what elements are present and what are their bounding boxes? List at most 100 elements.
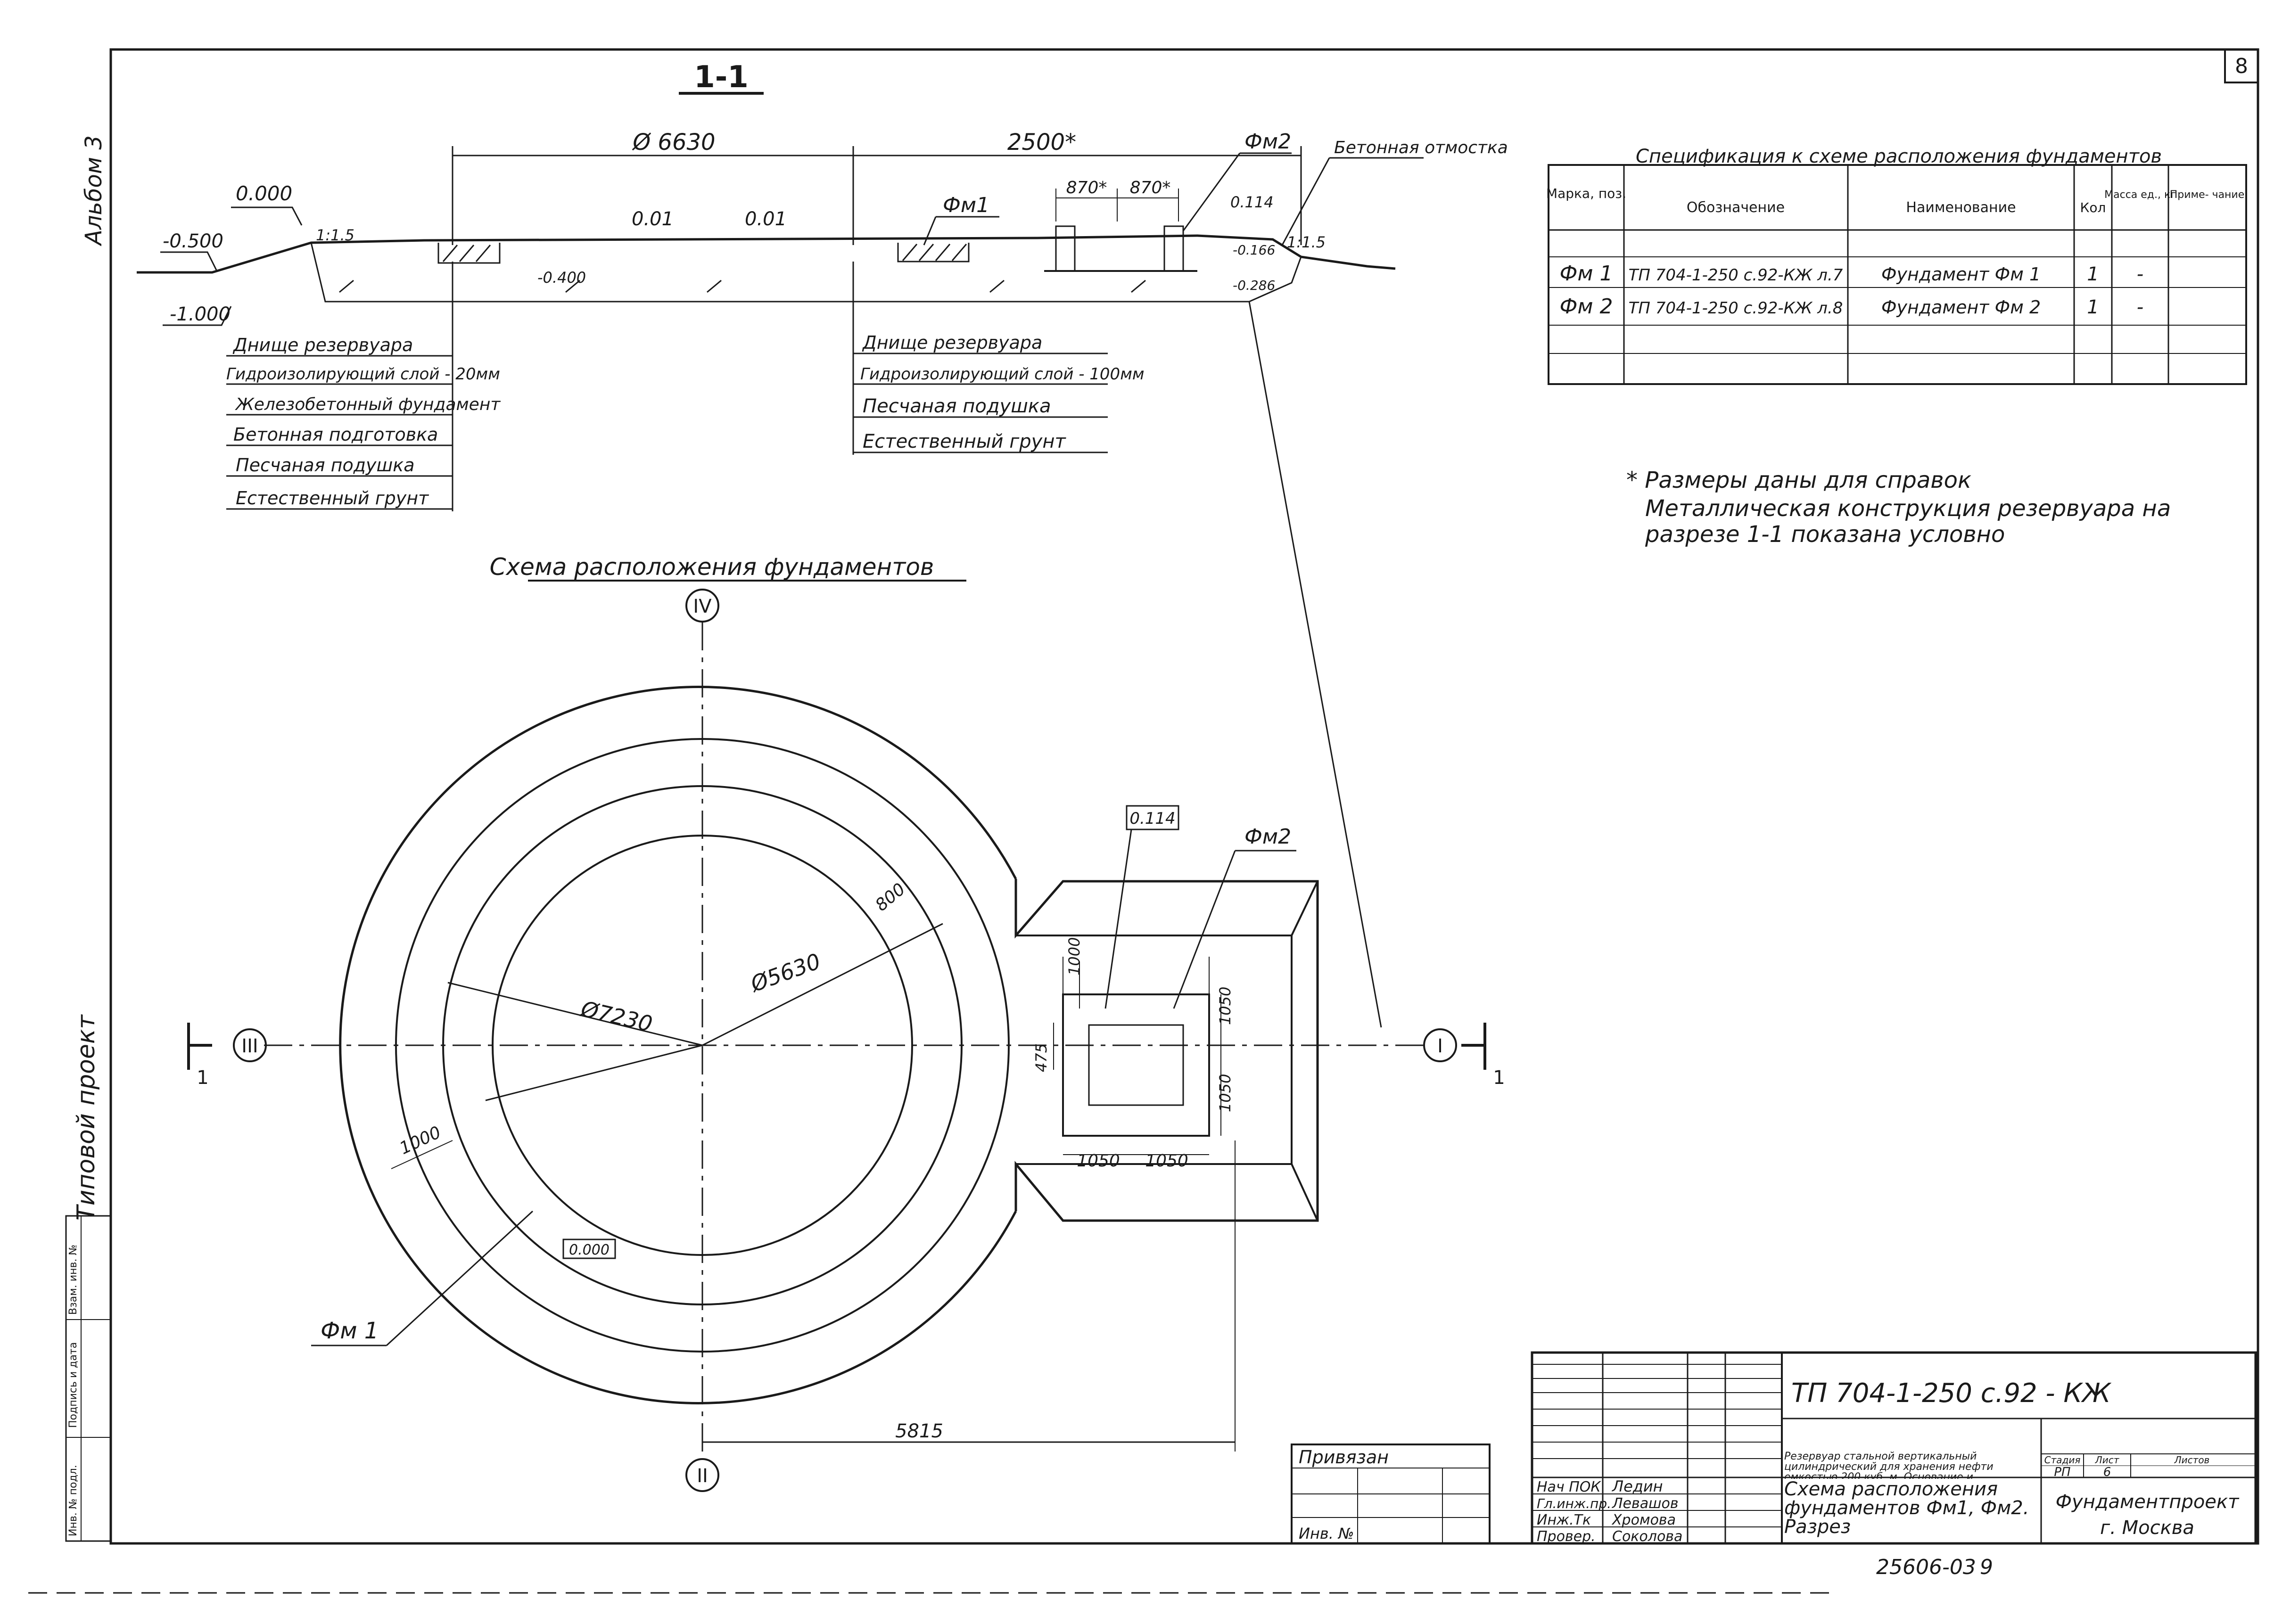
axis-label-bottom: II	[697, 1465, 708, 1487]
spec-header-mass: Масса ед., кг	[2104, 189, 2176, 201]
spec-row2-designation: ТП 704-1-250 с.92-КЖ л.8	[1629, 299, 1843, 318]
dim-offset-2500: 2500*	[1007, 129, 1076, 156]
sheet-label: Лист	[2095, 1454, 2120, 1466]
drawing-title: Схема расположения фундаментов Фм1, Фм2.…	[1784, 1480, 2029, 1538]
note-line-2: Металлическая конструкция резервуара на	[1645, 495, 2171, 522]
elev-minus-0166: -0.166	[1233, 242, 1275, 258]
spec-row1-designation: ТП 704-1-250 с.92-КЖ л.7	[1629, 266, 1843, 285]
layer-left-5: Песчаная подушка	[236, 455, 415, 476]
name-4: Соколова	[1612, 1528, 1682, 1545]
slope-left: 1:1.5	[316, 226, 354, 244]
org-name: Фундаментпроект	[2056, 1491, 2240, 1513]
name-3: Хромова	[1611, 1512, 1676, 1528]
role-4: Провер.	[1537, 1528, 1596, 1545]
layer-left-4: Бетонная подготовка	[233, 424, 438, 445]
section-mark-fm1: Фм1	[943, 193, 989, 217]
layer-right-4: Естественный грунт	[863, 431, 1066, 452]
sheet-value: 6	[2103, 1465, 2111, 1479]
spec-header-mark: Марка, поз.	[1546, 186, 1626, 201]
elev-0000: 0.000	[236, 182, 292, 205]
elev-minus-0400: -0.400	[537, 269, 586, 287]
elev-minus-1000: -1.000	[170, 303, 231, 325]
spec-header-note: Приме- чание	[2170, 189, 2245, 201]
side-stamp: Инв. № подл. Подпись и дата Взам. инв. №	[65, 1215, 112, 1542]
slope-001-right: 0.01	[745, 208, 787, 230]
description-box: Резервуар стальной вертикальный цилиндри…	[1784, 1452, 1994, 1479]
dim-870-right: 870*	[1130, 178, 1171, 197]
album-label: Альбом 3	[81, 135, 107, 246]
name-1: Ледин	[1612, 1477, 1663, 1495]
role-2: Гл.инж.пр.	[1537, 1496, 1611, 1511]
section-mark-fm2: Фм2	[1244, 130, 1291, 154]
cut-label-right: 1	[1493, 1067, 1505, 1089]
cut-label-left: 1	[197, 1067, 208, 1089]
axis-bubble-top: IV	[685, 589, 719, 623]
plan-mark-fm2: Фм2	[1244, 825, 1291, 849]
layer-left-6: Естественный грунт	[236, 488, 429, 509]
axis-label-top: IV	[693, 596, 712, 617]
name-2: Левашов	[1612, 1495, 1679, 1512]
stage-value: РП	[2054, 1465, 2070, 1479]
label-concrete-apron: Бетонная отмостка	[1334, 138, 1508, 157]
axis-label-left: III	[241, 1035, 258, 1057]
inv-label: Инв. №	[1299, 1525, 1354, 1542]
note-line-3: разрезе 1-1 показана условно	[1645, 521, 2005, 548]
dim-diameter-6630: Ø 6630	[632, 129, 715, 156]
layer-left-2: Гидроизолирующий слой - 20мм	[226, 365, 500, 384]
dim-1050-right-a: 1050	[1216, 987, 1234, 1025]
dim-1000-ring: 1000	[396, 1123, 444, 1158]
side-label-inv: Инв. № подл.	[67, 1465, 79, 1536]
dim-475: 475	[1032, 1043, 1050, 1072]
layer-callouts-left: Днище резервуара Гидроизолирующий слой -…	[226, 335, 501, 511]
side-label-sign: Подпись и дата	[67, 1342, 79, 1428]
foundation-fm2	[1014, 879, 1319, 1222]
elev-minus-0500: -0.500	[163, 230, 223, 252]
section-1-1: 1-1 Ø 6630 2500* 870* 870*	[137, 60, 1508, 1028]
side-label-repl: Взам. инв. №	[67, 1245, 79, 1315]
layer-right-2: Гидроизолирующий слой - 100мм	[860, 365, 1145, 384]
spec-row2-name: Фундамент Фм 2	[1881, 297, 2041, 318]
bound-label: Привязан	[1299, 1447, 1389, 1468]
layer-callouts-right: Днище резервуара Гидроизолирующий слой -…	[852, 332, 1145, 455]
dim-800: 800	[872, 879, 909, 915]
doc-number: 25606-03	[1876, 1555, 1976, 1579]
dim-1000-top: 1000	[1065, 937, 1083, 976]
spec-row1-name: Фундамент Фм 1	[1881, 264, 2041, 285]
notes: * Размеры даны для справок Металлическая…	[1626, 467, 2171, 548]
spec-table: Спецификация к схеме расположения фундам…	[1546, 146, 2247, 385]
title-block: Привязан Инв. № ТП 704-1-250 с.92 - КЖ Н…	[1291, 1351, 2257, 1545]
spec-title: Спецификация к схеме расположения фундам…	[1636, 146, 2162, 167]
elev-minus-0286: -0.286	[1233, 278, 1275, 293]
org-city: г. Москва	[2100, 1517, 2194, 1539]
slope-001-left: 0.01	[632, 208, 674, 230]
note-line-1: * Размеры даны для справок	[1626, 467, 1971, 493]
spec-row: Фм 1 ТП 704-1-250 с.92-КЖ л.7 Фундамент …	[1559, 262, 2143, 286]
section-title: 1-1	[694, 60, 749, 95]
title-code: ТП 704-1-250 с.92 - КЖ	[1791, 1378, 2112, 1409]
slope-right: 1:1.5	[1287, 233, 1326, 251]
spec-row2-mass: -	[2137, 296, 2143, 318]
dim-1050-right-b: 1050	[1216, 1074, 1234, 1112]
plan-elev-0000: 0.000	[569, 1242, 610, 1258]
axis-bubble-left: III	[233, 1028, 267, 1062]
axis-label-right: I	[1437, 1035, 1443, 1057]
spec-header-designation: Обозначение	[1687, 199, 1785, 216]
dim-5815: 5815	[895, 1420, 943, 1442]
drawing-title-box: Схема расположения фундаментов Фм1, Фм2.…	[1784, 1480, 2029, 1538]
plan: Схема расположения фундаментов IV II III…	[187, 553, 1505, 1492]
spec-row2-qty: 1	[2087, 296, 2099, 318]
role-3: Инж.Тк	[1537, 1512, 1591, 1528]
spec-row1-qty: 1	[2087, 263, 2099, 285]
spec-header-qty: Кол	[2080, 200, 2106, 215]
role-1: Нач ПОК	[1537, 1479, 1601, 1495]
spec-row1-mass: -	[2137, 263, 2143, 285]
axis-bubble-right: I	[1423, 1028, 1457, 1062]
stage-label: Стадия	[2044, 1454, 2081, 1466]
spec-row1-mark: Фм 1	[1559, 262, 1613, 286]
page-number: 8	[2235, 54, 2248, 78]
spec-row2-mark: Фм 2	[1559, 295, 1613, 319]
layer-left-3: Железобетонный фундамент	[235, 395, 501, 414]
sheet-frame: 8	[28, 48, 2259, 1594]
sheets-label: Листов	[2174, 1454, 2210, 1466]
